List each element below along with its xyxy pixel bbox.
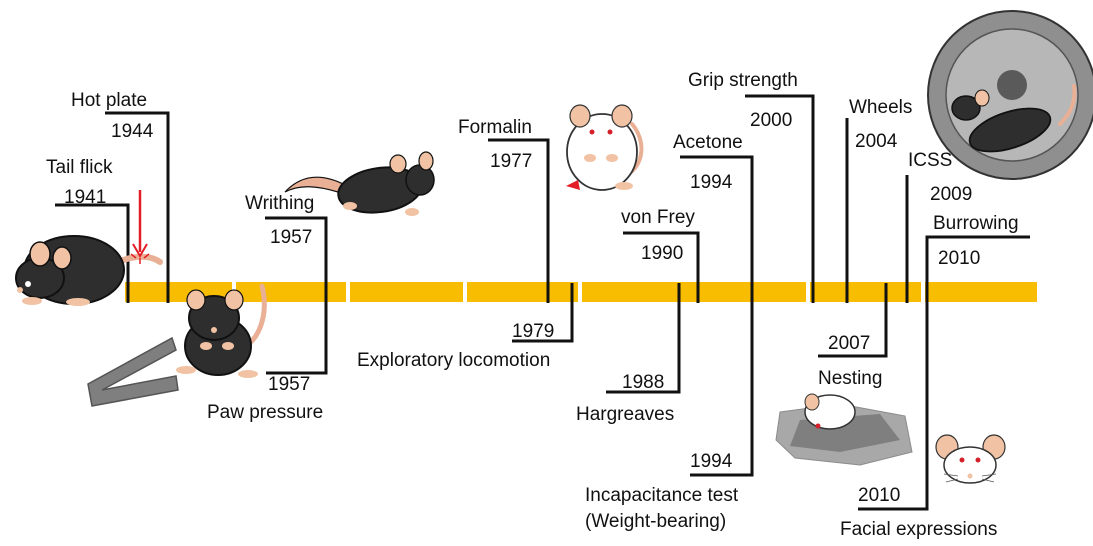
pressure-clamp-icon: [88, 338, 178, 406]
grimace-mouse-face-icon: [936, 435, 1005, 483]
event-name-von-frey: von Frey: [621, 207, 695, 228]
event-year-incapacitance: 1994: [690, 451, 733, 472]
event-name-exploratory-locomotion: Exploratory locomotion: [357, 350, 550, 371]
event-year-von-frey: 1990: [641, 243, 683, 264]
event-name-incapacitance: Incapacitance test: [585, 485, 739, 506]
heat-arrow-icon: [131, 190, 149, 264]
event-year-acetone: 1994: [690, 172, 733, 193]
event-year-burrowing: 2010: [938, 248, 980, 269]
connector-acetone-incapacitance: [680, 157, 752, 475]
event-name-burrowing: Burrowing: [933, 213, 1019, 234]
event-name-grip-strength: Grip strength: [688, 70, 798, 91]
event-name-writhing: Writhing: [245, 193, 314, 214]
event-name-wheels: Wheels: [849, 97, 912, 118]
running-wheel-icon: [928, 11, 1093, 179]
event-year-grip-strength: 2000: [750, 110, 792, 131]
event-name-paw-pressure: Paw pressure: [207, 402, 323, 423]
event-year-formalin: 1977: [490, 151, 532, 172]
event-name-acetone: Acetone: [673, 132, 743, 153]
event-year-paw-pressure: 1957: [268, 374, 310, 395]
event-name-formalin: Formalin: [458, 117, 532, 138]
event-name-icss: ICSS: [908, 150, 952, 171]
event-name-tail-flick: Tail flick: [46, 157, 113, 178]
event-name-facial-expressions: Facial expressions: [840, 519, 997, 540]
event-year-writhing: 1957: [270, 227, 312, 248]
event-year-hargreaves: 1988: [622, 372, 664, 393]
formalin-mouse-icon: [566, 105, 641, 190]
nesting-mouse-icon: [776, 394, 912, 465]
event-name-hargreaves: Hargreaves: [576, 404, 674, 425]
event-year-tail-flick: 1941: [64, 187, 106, 208]
event-name-nesting: Nesting: [818, 368, 882, 389]
event-year-icss: 2009: [930, 184, 972, 205]
event-name-hot-plate: Hot plate: [71, 90, 147, 111]
event-year-wheels: 2004: [855, 131, 898, 152]
event-name2-incapacitance: (Weight-bearing): [585, 511, 726, 532]
event-year-hot-plate: 1944: [111, 121, 154, 142]
event-year-exploratory-locomotion: 1979: [512, 321, 554, 342]
event-year-nesting: 2007: [828, 333, 870, 354]
event-year-facial-expressions: 2010: [858, 485, 900, 506]
